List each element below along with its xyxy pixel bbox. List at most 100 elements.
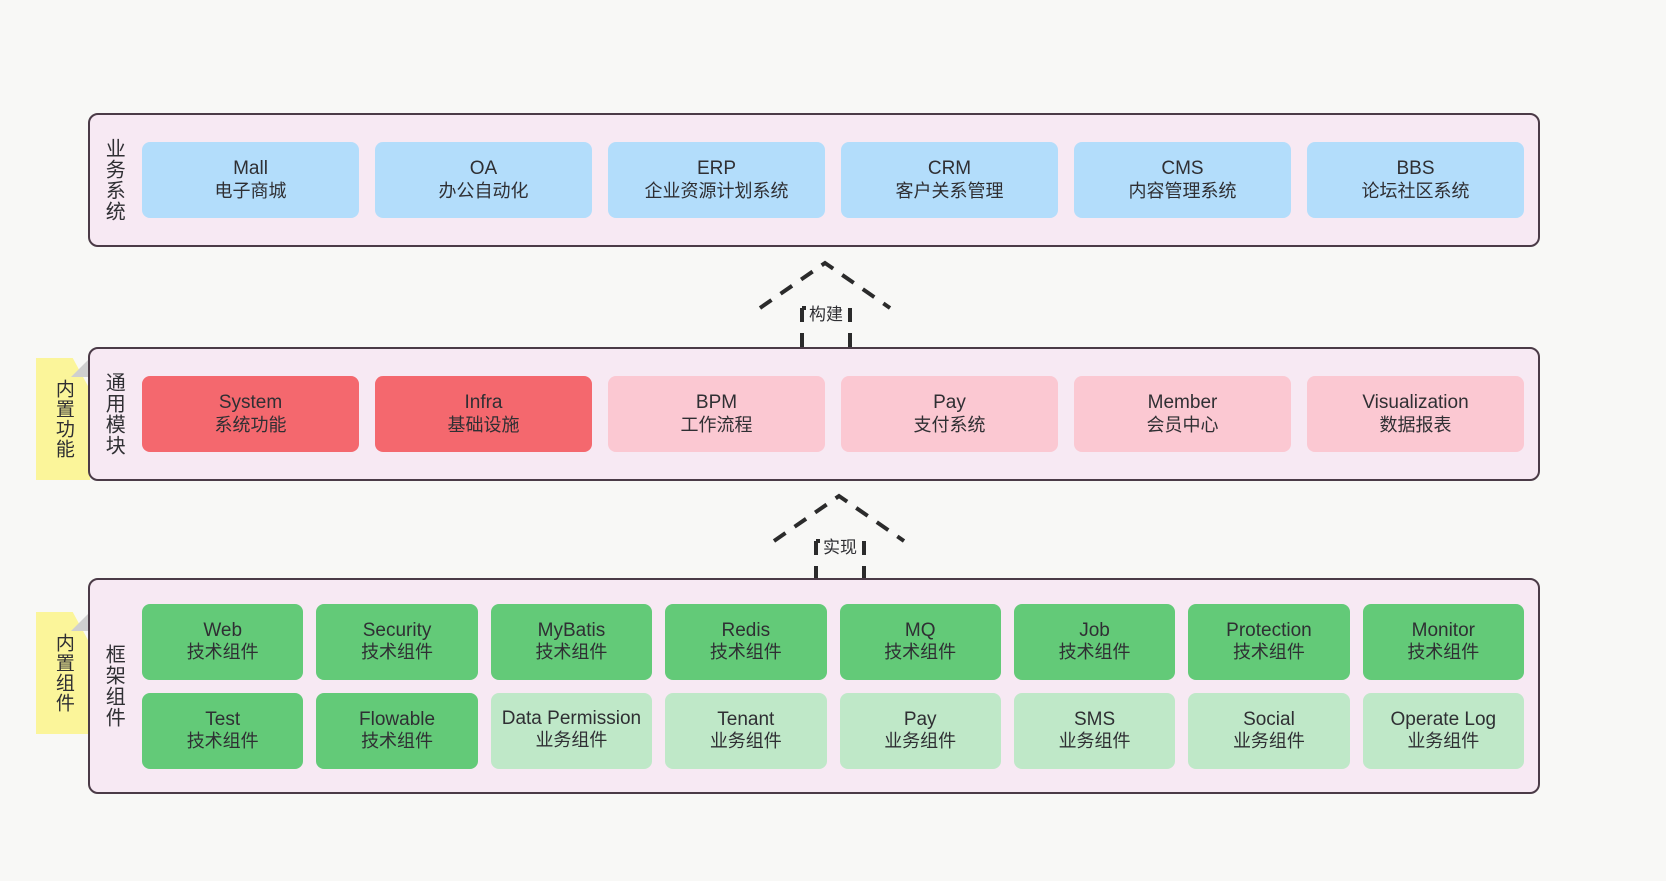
layer-row: Mall 电子商城 OA 办公自动化 ERP 企业资源计划系统 CRM 客户关系… [142, 142, 1524, 218]
connector-label: 构建 [806, 300, 846, 325]
module-system[interactable]: System 系统功能 [142, 376, 359, 452]
module-name: OA [469, 158, 498, 180]
component-pay[interactable]: Pay 业务组件 [839, 692, 1001, 769]
module-visualization[interactable]: Visualization 数据报表 [1307, 376, 1524, 452]
module-desc: 电子商城 [214, 180, 287, 201]
component-data-permission[interactable]: Data Permission 业务组件 [490, 692, 653, 769]
module-infra[interactable]: Infra 基础设施 [375, 376, 592, 452]
module-desc: 支付系统 [913, 414, 986, 435]
module-name: Visualization [1362, 392, 1469, 414]
component-desc: 技术组件 [186, 642, 259, 663]
component-tenant[interactable]: Tenant 业务组件 [665, 692, 827, 769]
module-oa[interactable]: OA 办公自动化 [375, 142, 592, 218]
module-name: Member [1147, 392, 1218, 414]
module-cms[interactable]: CMS 内容管理系统 [1074, 142, 1291, 218]
module-desc: 会员中心 [1146, 414, 1219, 435]
module-desc: 办公自动化 [438, 180, 529, 201]
component-desc: 技术组件 [186, 731, 259, 752]
component-security[interactable]: Security 技术组件 [316, 603, 478, 680]
connector-build: 构建 [758, 258, 908, 350]
component-protection[interactable]: Protection 技术组件 [1188, 603, 1350, 680]
component-name: Redis [721, 619, 771, 641]
layer-body-common-modules: System 系统功能 Infra 基础设施 BPM 工作流程 Pay 支付系统… [136, 349, 1538, 479]
module-desc: 基础设施 [447, 414, 520, 435]
layer-row: Web 技术组件 Security 技术组件 MyBatis 技术组件 Redi… [142, 603, 1524, 680]
component-social[interactable]: Social 业务组件 [1188, 692, 1350, 769]
module-crm[interactable]: CRM 客户关系管理 [841, 142, 1058, 218]
module-desc: 工作流程 [680, 414, 753, 435]
module-name: CRM [927, 158, 972, 180]
note-label: 内置组件 [52, 633, 74, 713]
component-desc: 技术组件 [1232, 642, 1305, 663]
module-desc: 企业资源计划系统 [644, 180, 789, 201]
connector-label: 实现 [820, 533, 860, 558]
component-desc: 业务组件 [1232, 731, 1305, 752]
component-name: Security [362, 619, 432, 641]
module-mall[interactable]: Mall 电子商城 [142, 142, 359, 218]
component-name: MyBatis [537, 619, 606, 641]
component-name: Operate Log [1390, 708, 1497, 730]
layer-title-framework-components: 框架组件 [102, 644, 125, 728]
component-mq[interactable]: MQ 技术组件 [839, 603, 1001, 680]
layer-body-business-systems: Mall 电子商城 OA 办公自动化 ERP 企业资源计划系统 CRM 客户关系… [136, 115, 1538, 245]
component-desc: 技术组件 [361, 642, 434, 663]
component-desc: 技术组件 [709, 642, 782, 663]
component-job[interactable]: Job 技术组件 [1013, 603, 1176, 680]
layer-framework-components: 框架组件 Web 技术组件 Security 技术组件 MyBatis 技术组件… [88, 578, 1540, 794]
component-name: Web [203, 619, 243, 641]
layer-row: System 系统功能 Infra 基础设施 BPM 工作流程 Pay 支付系统… [142, 376, 1524, 452]
component-desc: 技术组件 [535, 642, 608, 663]
component-redis[interactable]: Redis 技术组件 [665, 603, 827, 680]
layer-business-systems: 业务系统 Mall 电子商城 OA 办公自动化 ERP 企业资源计划系统 CRM… [88, 113, 1540, 247]
module-desc: 论坛社区系统 [1361, 180, 1470, 201]
module-desc: 系统功能 [214, 414, 287, 435]
layer-common-modules: 通用模块 System 系统功能 Infra 基础设施 BPM 工作流程 Pay… [88, 347, 1540, 481]
layer-title-business-systems: 业务系统 [102, 138, 125, 222]
note-builtin-components: 内置组件 [36, 612, 90, 734]
module-name: Infra [464, 392, 503, 414]
component-name: Test [205, 708, 241, 730]
module-name: BBS [1396, 158, 1435, 180]
module-bpm[interactable]: BPM 工作流程 [608, 376, 825, 452]
component-name: Job [1079, 619, 1110, 641]
component-desc: 技术组件 [361, 731, 434, 752]
component-name: Data Permission [501, 708, 642, 730]
component-desc: 技术组件 [884, 642, 957, 663]
module-name: CMS [1161, 158, 1204, 180]
layer-title-common-modules: 通用模块 [102, 372, 125, 456]
component-desc: 业务组件 [884, 731, 957, 752]
component-desc: 技术组件 [1407, 642, 1480, 663]
layer-body-framework-components: Web 技术组件 Security 技术组件 MyBatis 技术组件 Redi… [136, 580, 1538, 792]
module-name: Mall [233, 158, 268, 180]
module-pay[interactable]: Pay 支付系统 [841, 376, 1058, 452]
connector-arrowhead [758, 260, 892, 310]
component-name: Tenant [717, 708, 775, 730]
component-sms[interactable]: SMS 业务组件 [1013, 692, 1176, 769]
module-member[interactable]: Member 会员中心 [1074, 376, 1291, 452]
module-erp[interactable]: ERP 企业资源计划系统 [608, 142, 825, 218]
note-builtin-features: 内置功能 [36, 358, 90, 480]
component-flowable[interactable]: Flowable 技术组件 [316, 692, 478, 769]
module-name: BPM [695, 392, 738, 414]
module-bbs[interactable]: BBS 论坛社区系统 [1307, 142, 1524, 218]
note-label: 内置功能 [52, 379, 74, 459]
module-name: System [218, 392, 283, 414]
component-name: Flowable [359, 708, 436, 730]
component-desc: 技术组件 [1058, 642, 1131, 663]
module-desc: 客户关系管理 [895, 180, 1004, 201]
component-name: MQ [904, 619, 936, 641]
component-desc: 业务组件 [1058, 731, 1131, 752]
module-desc: 数据报表 [1379, 414, 1452, 435]
component-name: Monitor [1411, 619, 1475, 641]
component-mybatis[interactable]: MyBatis 技术组件 [490, 603, 653, 680]
component-operate-log[interactable]: Operate Log 业务组件 [1362, 692, 1524, 769]
component-web[interactable]: Web 技术组件 [142, 603, 304, 680]
component-name: Pay [903, 708, 937, 730]
connector-implement: 实现 [772, 491, 922, 583]
module-desc: 内容管理系统 [1128, 180, 1237, 201]
component-desc: 业务组件 [709, 731, 782, 752]
component-test[interactable]: Test 技术组件 [142, 692, 304, 769]
component-monitor[interactable]: Monitor 技术组件 [1362, 603, 1524, 680]
component-desc: 业务组件 [1407, 731, 1480, 752]
